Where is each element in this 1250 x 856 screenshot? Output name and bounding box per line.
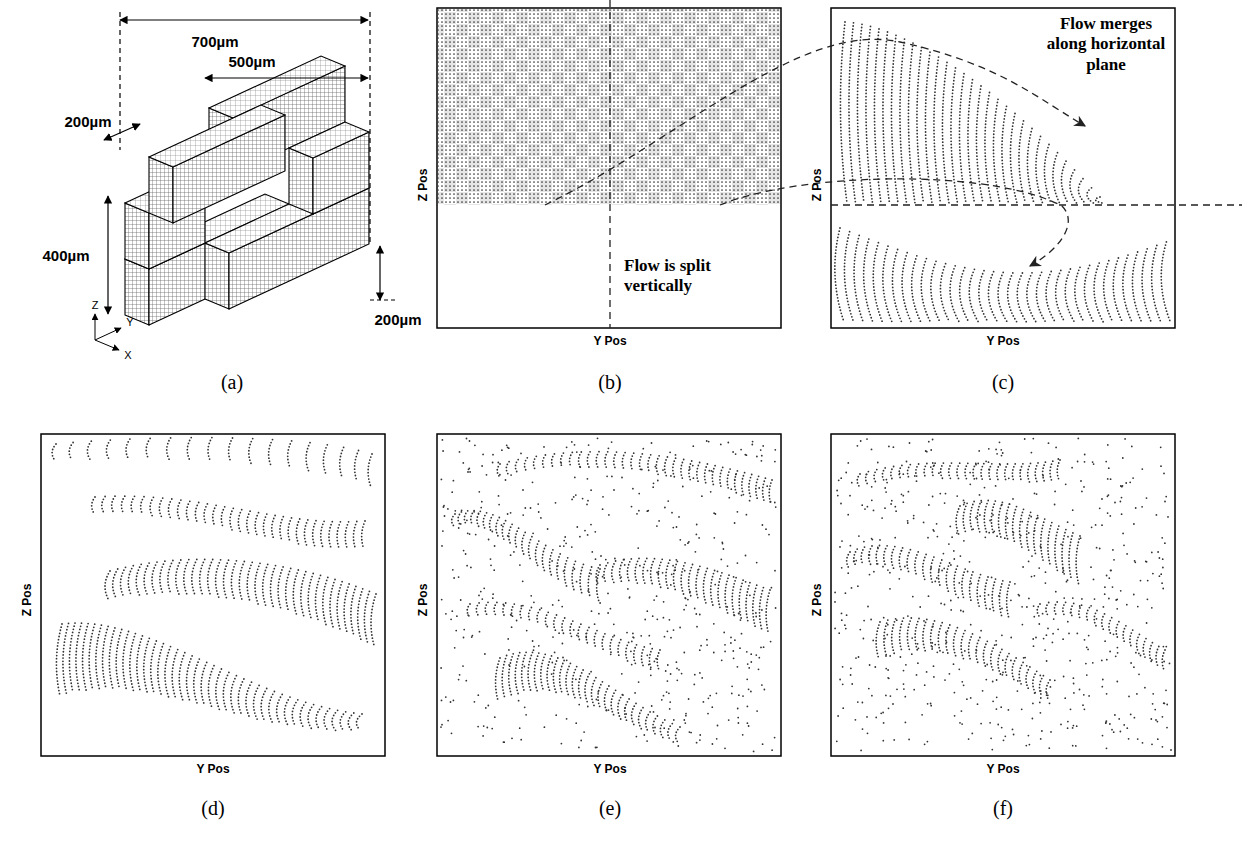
dimension-arrow	[379, 246, 380, 300]
dimension-label: 500µm	[227, 53, 276, 70]
particle-band	[105, 559, 376, 646]
axis-label: Y Pos	[986, 763, 1019, 777]
particle-band	[56, 623, 362, 730]
extension-line	[119, 12, 120, 150]
block-face	[149, 157, 173, 223]
block-face	[289, 122, 369, 158]
particle-band	[496, 652, 680, 743]
panel-frame	[437, 434, 781, 756]
particle-band	[876, 618, 1050, 700]
panel-frame	[437, 8, 781, 328]
block-face	[289, 148, 313, 214]
panel-label: (a)	[221, 371, 243, 394]
particle-lobe	[835, 228, 1171, 322]
particle-traces	[52, 22, 1171, 751]
split-line	[609, 0, 610, 328]
particle-band	[52, 438, 372, 486]
block-face	[205, 243, 229, 309]
block-face	[149, 105, 285, 167]
panel-label: (e)	[599, 797, 621, 820]
axis-label: Z Pos	[811, 584, 825, 617]
particle-band	[452, 511, 600, 601]
axis-label: Z Pos	[417, 584, 431, 617]
particle-band	[1037, 602, 1165, 670]
particle-band	[596, 558, 770, 634]
axis-label: Y Pos	[196, 763, 229, 777]
z-axis	[95, 314, 96, 340]
x-axis	[95, 340, 119, 350]
merge-plane	[831, 204, 1242, 205]
block-face	[125, 203, 149, 269]
dimension-arrow	[205, 77, 368, 78]
particle-band	[92, 496, 365, 549]
axis-label: Z Pos	[811, 169, 825, 202]
particle-scatter	[441, 438, 776, 751]
particle-band	[857, 460, 1060, 486]
axis-label: Y Pos	[593, 763, 626, 777]
mixer-geometry	[125, 56, 369, 325]
particle-scatter	[835, 438, 1171, 750]
dimension-arrow	[120, 19, 368, 20]
axis-label: Z Pos	[417, 169, 431, 202]
dimension-label: 200µm	[373, 311, 422, 328]
particle-band	[847, 546, 1010, 619]
panel-label: (d)	[201, 797, 224, 820]
panel-frame	[831, 8, 1175, 328]
annotation-note: Flow is split vertically	[624, 256, 749, 297]
particle-seed-shade	[438, 9, 780, 205]
dimension-lines	[104, 12, 396, 314]
panel-frame	[831, 434, 1175, 756]
axis-label: Y Pos	[593, 335, 626, 349]
extension-line	[370, 299, 396, 300]
axis-label: Y	[126, 316, 133, 329]
panel-frames	[41, 8, 1175, 756]
particle-band	[956, 501, 1080, 585]
panel-label: (b)	[598, 371, 621, 394]
flow-arrow	[720, 179, 1068, 266]
annotation-note: Flow merges along horizontal plane	[1040, 14, 1172, 75]
axis-triad	[95, 314, 121, 350]
axis-label: Z	[92, 299, 99, 312]
dimension-label: 400µm	[41, 247, 90, 264]
panel-label: (c)	[992, 371, 1014, 394]
panel-label: (f)	[993, 797, 1013, 820]
flow-arrow	[545, 39, 1085, 205]
axis-label: Y Pos	[986, 335, 1019, 349]
dimension-arrow	[107, 196, 108, 314]
dimension-label: 200µm	[63, 113, 112, 130]
extension-line	[369, 12, 370, 245]
dimension-label: 700µm	[190, 33, 239, 50]
block-face	[125, 259, 149, 325]
axis-label: Z Pos	[21, 584, 35, 617]
particle-seed-grid	[438, 9, 780, 205]
y-axis	[95, 328, 121, 340]
panel-frame	[41, 434, 385, 756]
particle-band	[497, 452, 772, 504]
flow-guides	[545, 0, 1242, 328]
axis-label: X	[124, 349, 131, 362]
